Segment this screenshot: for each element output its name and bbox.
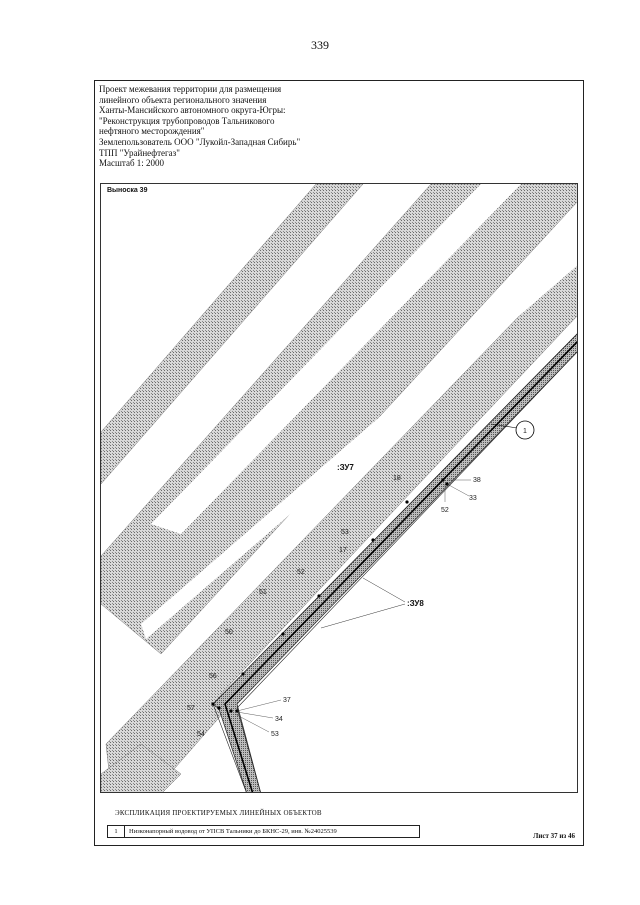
legend-heading: ЭКСПЛИКАЦИЯ ПРОЕКТИРУЕМЫХ ЛИНЕЙНЫХ ОБЪЕК… [115, 809, 322, 817]
survey-point [317, 594, 321, 598]
legend-number: 1 [107, 825, 125, 838]
title-line: Ханты-Мансийского автономного округа-Югр… [99, 105, 286, 116]
survey-point [229, 709, 233, 713]
point-label: 53 [271, 731, 279, 738]
zone-label-zu8: :ЗУ8 [407, 599, 424, 608]
title-line: Масштаб 1: 2000 [99, 158, 165, 169]
cadastral-map: 1 :ЗУ7 :ЗУ8 18 [101, 184, 577, 792]
point-label: 56 [209, 673, 217, 680]
object-marker [515, 420, 535, 440]
title-line: Землепользователь ООО "Лукойл-Западная С… [99, 136, 301, 147]
point-label: 17 [339, 547, 347, 554]
pipeline-axis [224, 340, 577, 792]
white-gap [141, 245, 577, 639]
survey-point [241, 672, 245, 676]
map-sheet: Проект межевания территории для размещен… [94, 80, 584, 846]
legend-table: 1 Низконапорный водовод от УПСВ Тальники… [107, 825, 420, 838]
point-label: 37 [283, 697, 291, 704]
page-number: 339 [311, 38, 329, 52]
survey-point [211, 702, 215, 706]
point-label: 33 [469, 495, 477, 502]
survey-point [405, 500, 409, 504]
point-label: 52 [441, 507, 449, 514]
hatched-strip [101, 184, 577, 655]
survey-point [281, 632, 285, 636]
map-callout-frame: 1 :ЗУ7 :ЗУ8 18 [100, 183, 578, 793]
legend-description: Низконапорный водовод от УПСВ Тальники д… [124, 825, 420, 838]
survey-point [371, 538, 375, 542]
survey-point [441, 478, 445, 482]
legend-row: 1 Низконапорный водовод от УПСВ Тальники… [107, 825, 420, 838]
point-label: 38 [473, 477, 481, 484]
point-label: 50 [225, 629, 233, 636]
hatched-strip [101, 743, 182, 792]
object-marker-label: 1 [523, 428, 527, 435]
point-label: 53 [341, 529, 349, 536]
survey-points [211, 478, 449, 713]
title-line: Проект межевания территории для размещен… [99, 84, 282, 94]
boundary-line [236, 351, 577, 792]
hatched-strip [101, 184, 364, 485]
point-label: 51 [259, 589, 267, 596]
point-label: 34 [275, 716, 283, 723]
point-label: 18 [393, 475, 401, 482]
sheet-number: Лист 37 из 46 [533, 832, 575, 840]
title-line: нефтяного месторождения" [99, 126, 205, 137]
point-label: 52 [297, 569, 305, 576]
title-line: "Реконструкция трубопроводов Тальниковог… [99, 115, 275, 126]
point-label: 54 [197, 731, 205, 738]
white-gap [151, 184, 521, 534]
callout-title: Выноска 39 [105, 187, 150, 194]
point-labels: 18 38 33 52 53 17 52 51 50 56 57 37 34 5… [187, 475, 481, 738]
survey-point [217, 706, 221, 710]
title-block: Проект межевания территории для размещен… [99, 84, 300, 169]
zone-label-zu7: :ЗУ7 [337, 463, 354, 472]
title-line: линейного объекта регионального значения [99, 94, 267, 105]
title-line: ТПП "Урайнефтегаз" [99, 147, 180, 158]
point-label: 57 [187, 705, 195, 712]
